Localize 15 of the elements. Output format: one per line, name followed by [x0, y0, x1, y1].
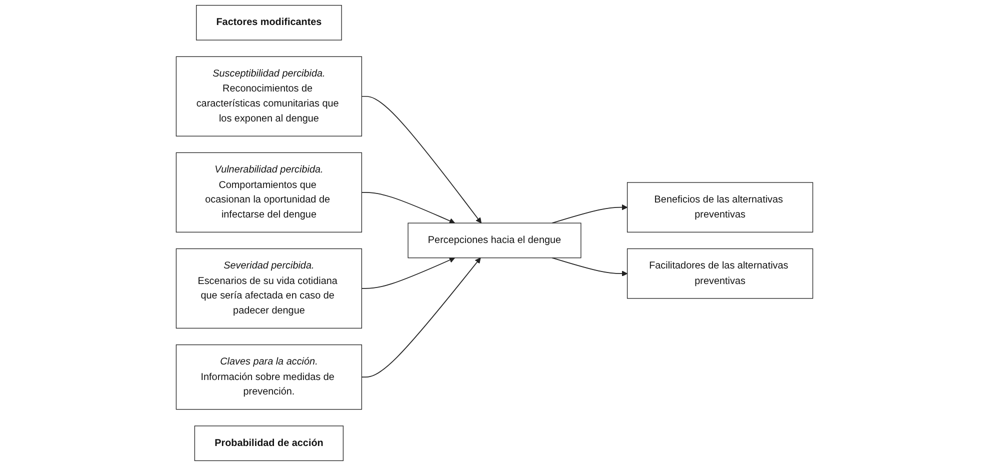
node-box: Claves para la acción. Información sobre medidas de prevención.	[176, 344, 362, 410]
arrow	[361, 257, 456, 289]
node-box: Susceptibilidad percibida. Reconocimientos de características comunitarias que los exponen al dengue	[176, 56, 362, 136]
arrow	[361, 258, 481, 378]
arrow	[361, 96, 482, 224]
node-box: Severidad percibida. Escenarios de su vida cotidiana que sería afectada en caso de padecer dengue	[176, 248, 362, 329]
node-box: Facilitadores de las alternativas preventivas	[626, 248, 814, 299]
node-box: Factores modificantes	[196, 4, 342, 40]
node-box: Beneficios de las alternativas preventivas	[626, 182, 814, 232]
arrow	[552, 257, 628, 276]
node-box: Vulnerabilidad percibida. Comportamientos que ocasionan la oportunidad de infectarse del dengue	[176, 152, 362, 232]
node-box: Percepciones hacia el dengue	[408, 222, 582, 258]
arrow	[361, 192, 456, 224]
node-box: Probabilidad de acción	[194, 426, 344, 462]
arrow	[552, 204, 628, 224]
